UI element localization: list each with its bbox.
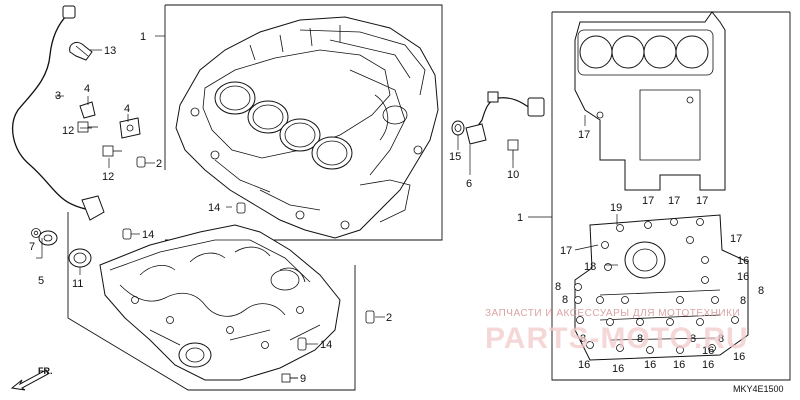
callout-1: 1 bbox=[517, 212, 523, 224]
callout-6: 6 bbox=[466, 178, 472, 190]
o-ring-15[interactable] bbox=[451, 120, 465, 136]
callout-10: 10 bbox=[507, 169, 519, 181]
watermark-caption: ЗАПЧАСТИ И АКСЕССУАРЫ ДЛЯ МОТОТЕХНИКИ bbox=[485, 308, 740, 319]
callout-8: 8 bbox=[637, 333, 643, 345]
callout-16: 16 bbox=[612, 363, 624, 375]
callout-16: 16 bbox=[702, 359, 714, 371]
sensor-assy-6[interactable] bbox=[465, 91, 545, 145]
callout-8: 8 bbox=[690, 333, 696, 345]
upper-case-top-view[interactable] bbox=[574, 11, 726, 191]
callout-16: 16 bbox=[644, 359, 656, 371]
callout-1: 1 bbox=[140, 31, 146, 43]
callout-12: 12 bbox=[62, 125, 74, 137]
stay-4a[interactable] bbox=[79, 101, 96, 119]
bolt-12b[interactable] bbox=[102, 145, 122, 157]
callout-17: 17 bbox=[730, 233, 742, 245]
callout-5: 5 bbox=[38, 275, 44, 287]
callout-2: 2 bbox=[386, 312, 392, 324]
callout-3: 3 bbox=[55, 90, 61, 102]
callout-14: 14 bbox=[320, 339, 332, 351]
washer-7[interactable] bbox=[31, 228, 41, 238]
front-direction-indicator: FR. bbox=[10, 366, 53, 391]
dowel-14b[interactable] bbox=[122, 228, 132, 240]
dowel-pin-2a[interactable] bbox=[136, 156, 146, 168]
callout-15: 15 bbox=[449, 151, 461, 163]
bolt-12a[interactable] bbox=[77, 121, 98, 133]
callout-8: 8 bbox=[758, 285, 764, 297]
callout-8: 8 bbox=[562, 294, 568, 306]
callout-8: 8 bbox=[580, 333, 586, 345]
oil-pressure-switch-wire[interactable] bbox=[12, 5, 105, 221]
front-arrow-icon bbox=[10, 369, 49, 391]
callout-17: 17 bbox=[560, 245, 572, 257]
callout-16: 16 bbox=[733, 351, 745, 363]
dowel-14c[interactable] bbox=[297, 337, 307, 351]
callout-17: 17 bbox=[578, 129, 590, 141]
callout-12: 12 bbox=[102, 171, 114, 183]
callout-7: 7 bbox=[29, 241, 35, 253]
callout-9: 9 bbox=[300, 373, 306, 385]
dowel-pin-2b[interactable] bbox=[365, 310, 375, 324]
callout-8: 8 bbox=[555, 281, 561, 293]
watermark: ЗАПЧАСТИ И АКСЕССУАРЫ ДЛЯ МОТОТЕХНИКИ PA… bbox=[485, 308, 749, 355]
lower-case-bottom-view[interactable] bbox=[574, 214, 749, 361]
callout-17: 17 bbox=[642, 195, 654, 207]
callout-4: 4 bbox=[124, 103, 130, 115]
upper-crankcase[interactable] bbox=[175, 16, 439, 239]
callout-16: 16 bbox=[737, 255, 749, 267]
wire-clamp-13[interactable] bbox=[69, 41, 93, 61]
reference-code: MKY4E1500 bbox=[733, 384, 784, 394]
callout-11: 11 bbox=[72, 278, 83, 290]
dowel-14a[interactable] bbox=[236, 202, 246, 214]
leader-lines bbox=[36, 35, 618, 379]
callout-17: 17 bbox=[668, 195, 680, 207]
callout-8: 8 bbox=[718, 333, 724, 345]
oil-filter-connector-11[interactable] bbox=[68, 248, 92, 268]
front-label: FR. bbox=[38, 366, 53, 376]
callout-19: 19 bbox=[610, 202, 622, 214]
callout-18: 18 bbox=[584, 261, 596, 273]
callout-4: 4 bbox=[84, 83, 90, 95]
callout-labels: 1 13 3 4 4 12 12 2 14 14 7 5 11 2 14 9 1… bbox=[29, 31, 764, 385]
callout-16: 16 bbox=[702, 345, 714, 357]
callout-14: 14 bbox=[142, 229, 154, 241]
stay-4b[interactable] bbox=[119, 117, 141, 139]
callout-2: 2 bbox=[156, 158, 162, 170]
callout-17: 17 bbox=[696, 195, 708, 207]
lower-crankcase[interactable] bbox=[99, 224, 341, 381]
callout-14: 14 bbox=[208, 202, 220, 214]
callout-16: 16 bbox=[737, 271, 749, 283]
lower-crankcase-frame bbox=[67, 212, 356, 391]
callout-16: 16 bbox=[578, 359, 590, 371]
callout-16: 16 bbox=[673, 359, 685, 371]
watermark-logo: PARTS-MOTO.RU bbox=[485, 322, 749, 355]
right-detail-frame bbox=[551, 11, 791, 381]
callout-8: 8 bbox=[740, 295, 746, 307]
bolt-10[interactable] bbox=[507, 139, 519, 160]
grommet-5[interactable] bbox=[38, 230, 58, 246]
upper-crankcase-frame bbox=[164, 4, 443, 241]
callout-13: 13 bbox=[104, 45, 116, 57]
